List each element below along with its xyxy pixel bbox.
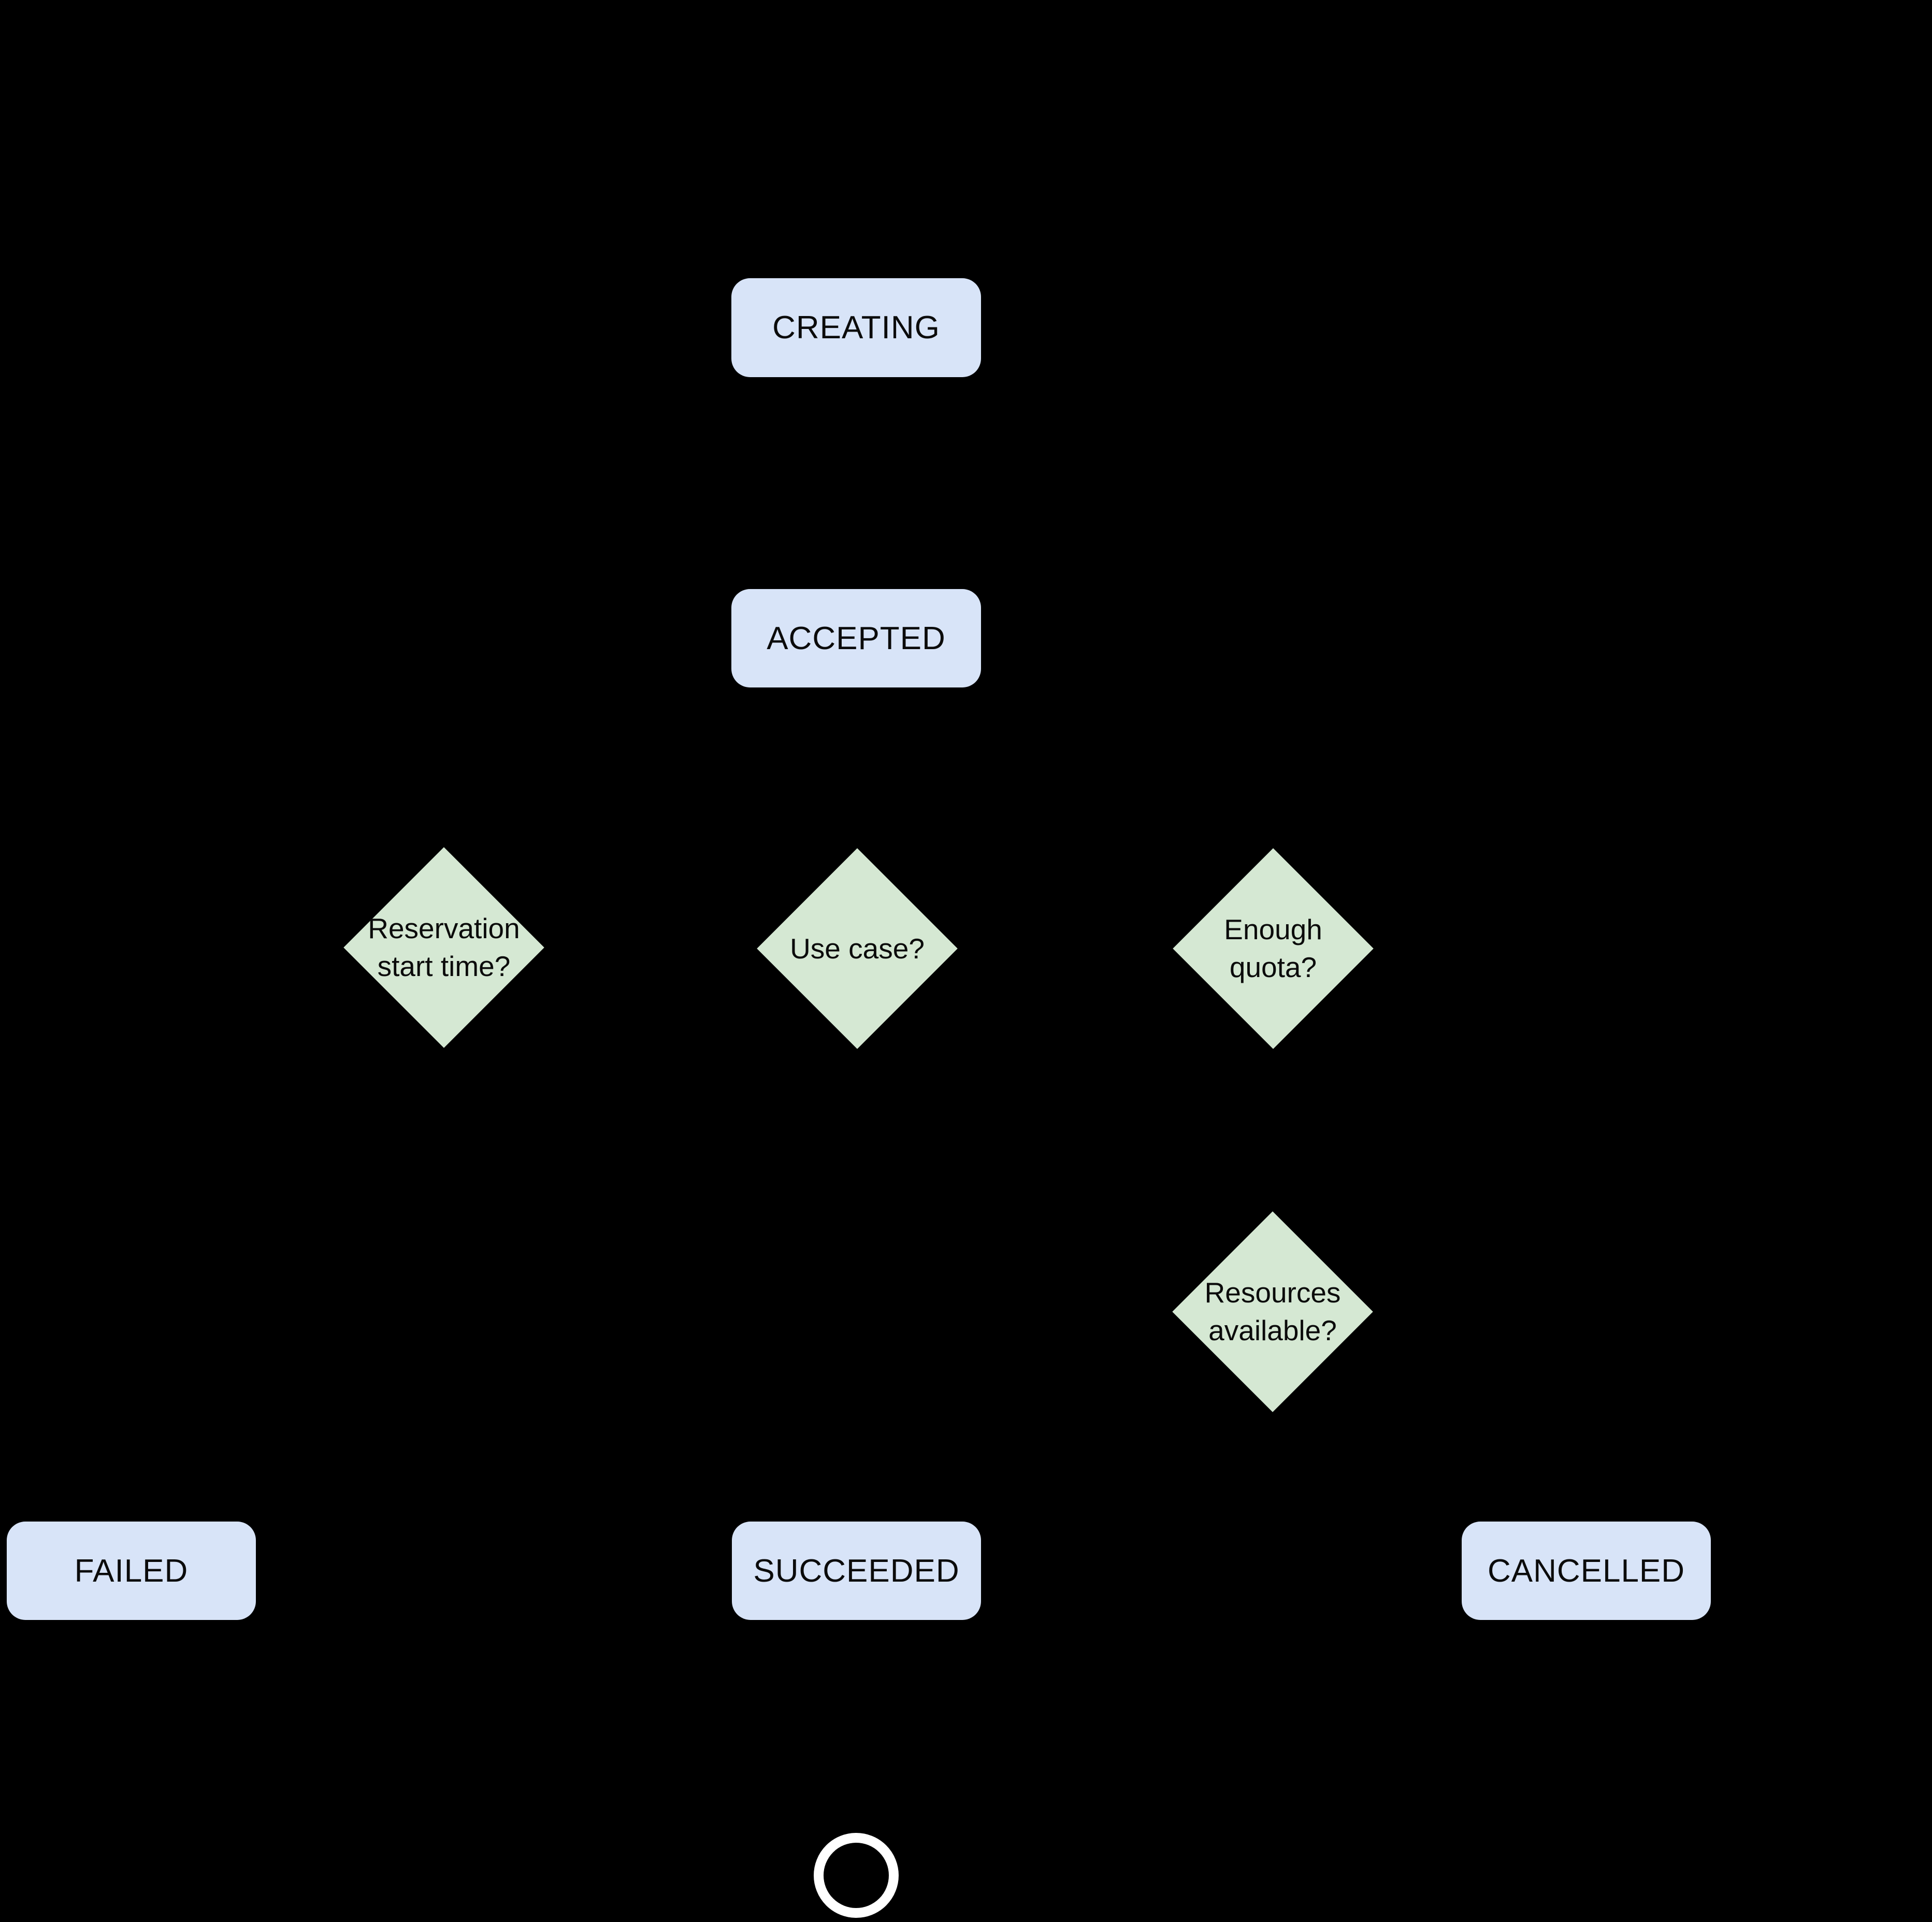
decision-node-reservation-start-time: Reservation start time? xyxy=(343,847,544,1048)
decision-label-use-case: Use case? xyxy=(790,932,925,965)
decision-node-resources-available: Resources available? xyxy=(1172,1211,1373,1412)
decision-label-resources-available: Resources available? xyxy=(1204,1276,1341,1346)
state-label-creating: CREATING xyxy=(772,310,940,346)
state-node-succeeded: SUCCEEDED xyxy=(732,1522,981,1620)
state-label-failed: FAILED xyxy=(74,1553,189,1589)
state-node-creating: CREATING xyxy=(731,278,981,377)
decision-label-reservation-start-time: Reservation start time? xyxy=(368,912,520,982)
state-node-failed: FAILED xyxy=(7,1522,256,1620)
end-state-circle-icon xyxy=(814,1833,899,1918)
state-label-succeeded: SUCCEEDED xyxy=(753,1553,960,1589)
state-label-cancelled: CANCELLED xyxy=(1487,1553,1685,1589)
state-label-accepted: ACCEPTED xyxy=(767,620,946,656)
decision-node-enough-quota: Enough quota? xyxy=(1173,848,1374,1049)
decision-node-use-case: Use case? xyxy=(757,848,958,1049)
state-node-accepted: ACCEPTED xyxy=(731,589,981,687)
decision-label-enough-quota: Enough quota? xyxy=(1224,913,1322,983)
state-node-cancelled: CANCELLED xyxy=(1462,1522,1711,1620)
